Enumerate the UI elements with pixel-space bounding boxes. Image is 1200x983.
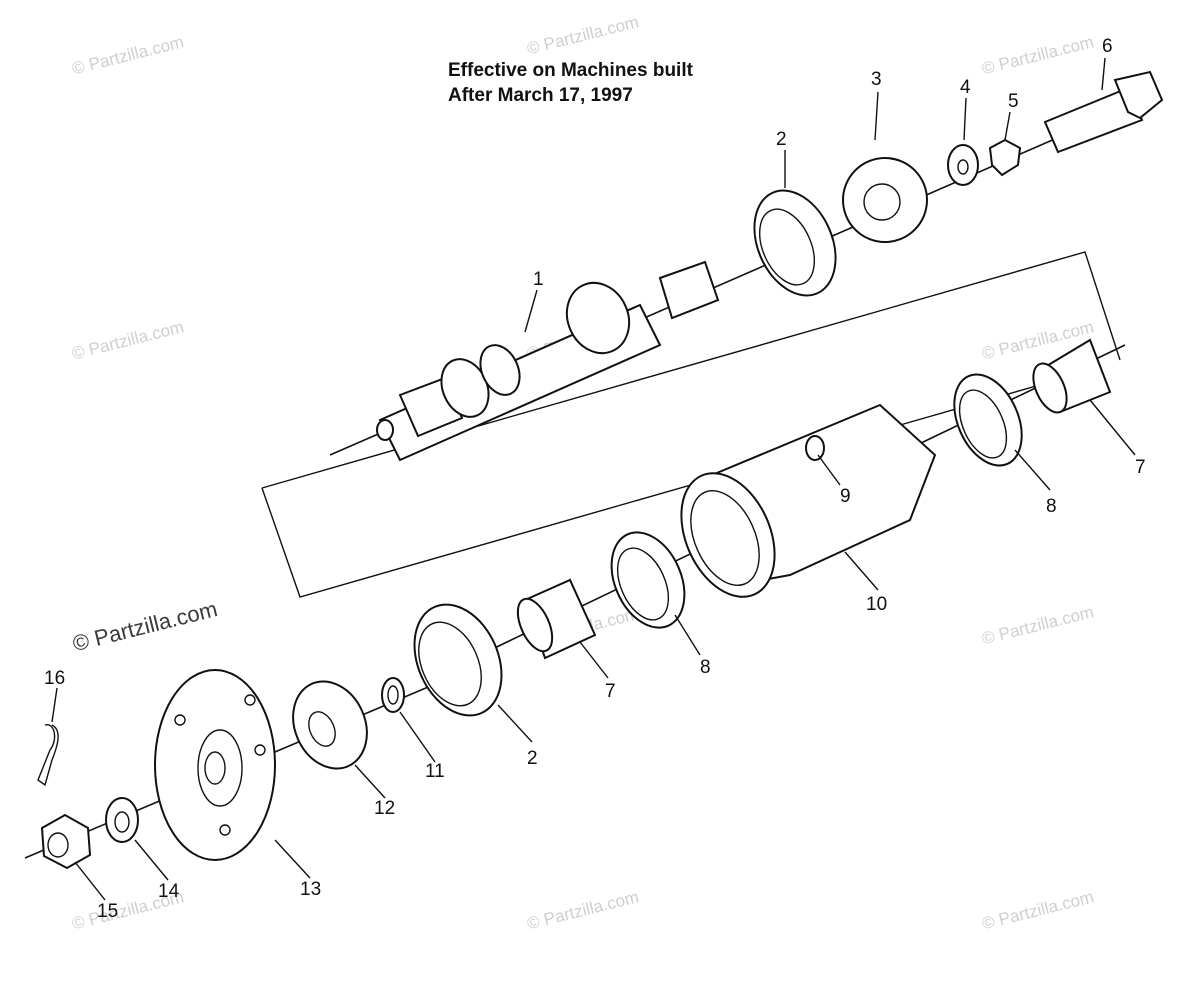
- callout-12: 12: [374, 798, 395, 819]
- shaft-part: [376, 260, 720, 462]
- callout-9: 9: [840, 486, 851, 507]
- group-bracket: [261, 251, 1121, 489]
- bearing-cone-part: [1032, 338, 1112, 414]
- callout-13: 13: [300, 879, 321, 900]
- leader-lines: [51, 57, 1136, 901]
- bearing-part: [753, 189, 837, 297]
- callout-11: 11: [425, 761, 445, 782]
- washer-part: [947, 144, 979, 186]
- callout-8: 8: [700, 657, 711, 678]
- note-line-1: Effective on Machines built: [448, 60, 693, 81]
- callout-8: 8: [1046, 496, 1057, 517]
- callout-6: 6: [1102, 36, 1113, 57]
- housing-part: [680, 403, 937, 598]
- bearing-race-part: [610, 531, 686, 629]
- note-line-2: After March 17, 1997: [448, 85, 633, 106]
- callout-2: 2: [776, 129, 787, 150]
- large-sprocket-part: [154, 669, 276, 861]
- bearing-part: [413, 603, 503, 717]
- callout-1: 1: [533, 269, 544, 290]
- callout-10: 10: [866, 594, 887, 615]
- callout-15: 15: [97, 901, 118, 922]
- callout-7: 7: [605, 681, 616, 702]
- small-sprocket-part: [842, 157, 928, 243]
- bearing-race-part: [953, 373, 1023, 467]
- callout-7: 7: [1135, 457, 1146, 478]
- nut-part: [40, 813, 92, 870]
- callout-3: 3: [871, 69, 882, 90]
- callout-14: 14: [158, 881, 180, 902]
- lock-tab-part: [988, 138, 1022, 177]
- effective-date-note: Effective on Machines built After March …: [448, 58, 693, 108]
- spacer-part: [292, 680, 368, 770]
- washer-part: [105, 797, 139, 843]
- callout-4: 4: [960, 77, 971, 98]
- bearing-cone-part: [516, 578, 597, 660]
- plug-part: [805, 435, 825, 461]
- bolt-part: [1043, 70, 1164, 154]
- callout-5: 5: [1008, 91, 1019, 112]
- cotter-pin-part: [37, 724, 59, 787]
- small-washer-part: [381, 677, 405, 713]
- callout-16: 16: [44, 668, 65, 689]
- callout-2: 2: [527, 748, 538, 769]
